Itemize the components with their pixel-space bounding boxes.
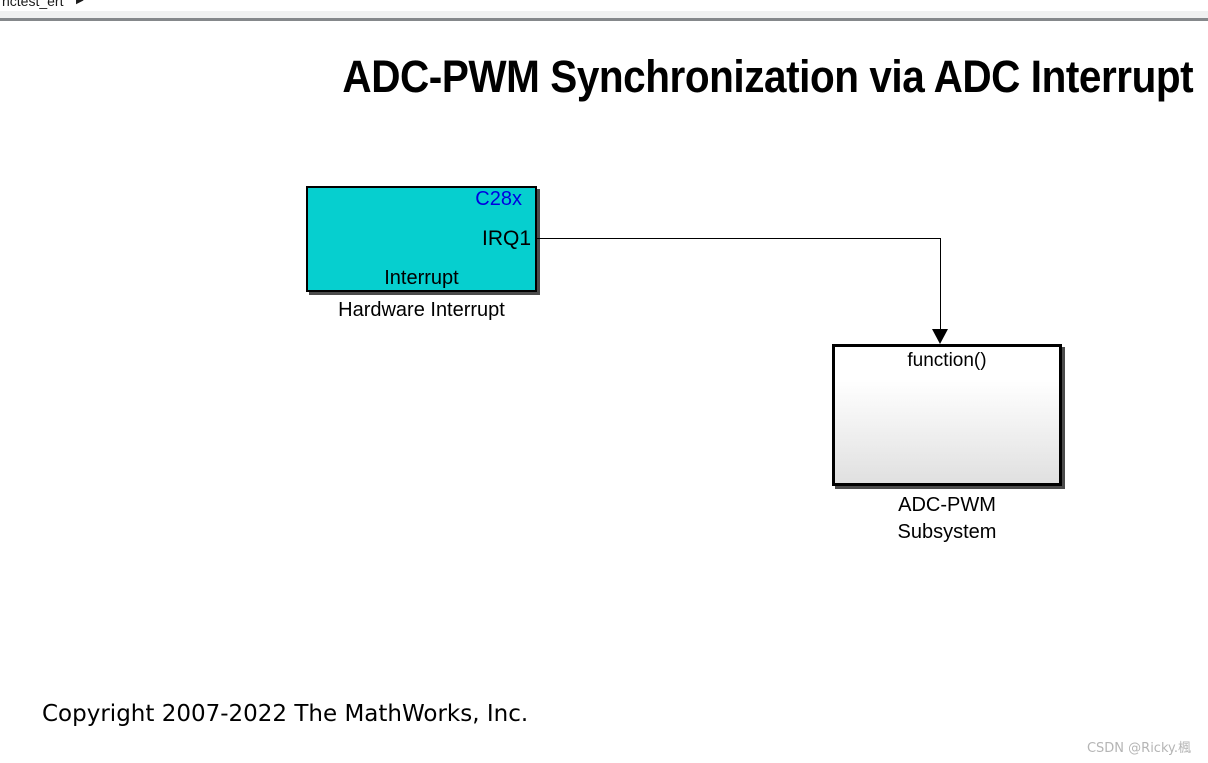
adc-pwm-subsystem-name: ADC-PWM Subsystem [832, 492, 1062, 546]
breadcrumb: hctest_ert ▶ [0, 0, 1208, 11]
model-canvas: ADC-PWM Synchronization via ADC Interrup… [0, 21, 1208, 763]
hardware-interrupt-block[interactable]: C28x IRQ1 Interrupt [306, 186, 537, 292]
breadcrumb-chevron-icon: ▶ [76, 0, 84, 6]
copyright-annotation: Copyright 2007-2022 The MathWorks, Inc. [42, 701, 529, 727]
signal-arrowhead-icon [932, 329, 948, 344]
adc-pwm-subsystem-block[interactable]: function() [832, 344, 1062, 486]
toolbar-divider-bar [0, 18, 1208, 21]
interrupt-block-text: Interrupt [384, 267, 459, 289]
signal-wire-horizontal[interactable] [537, 238, 941, 239]
toolbar-divider-strip [0, 11, 1208, 18]
csdn-watermark: CSDN @Ricky.楓 [1086, 741, 1191, 756]
function-trigger-label: function() [907, 350, 987, 371]
subsystem-name-line2: Subsystem [897, 521, 997, 543]
chip-type-label: C28x [475, 188, 522, 210]
model-title-annotation: ADC-PWM Synchronization via ADC Interrup… [342, 51, 1194, 102]
breadcrumb-model-name[interactable]: hctest_ert [2, 0, 64, 9]
irq1-output-port-label: IRQ1 [481, 227, 531, 250]
subsystem-name-line1: ADC-PWM [898, 494, 996, 516]
hardware-interrupt-block-name: Hardware Interrupt [338, 299, 505, 321]
signal-wire-vertical[interactable] [940, 238, 941, 330]
